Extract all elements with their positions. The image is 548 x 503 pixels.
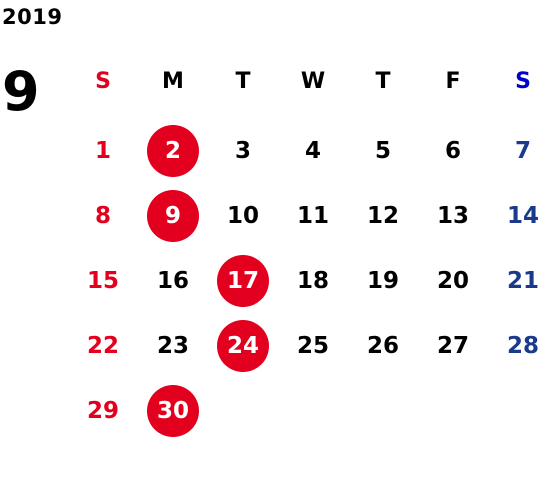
day-cell — [278, 385, 348, 437]
sunday-day-number: 1 — [94, 138, 111, 164]
day-number — [217, 385, 269, 437]
weekday-header-row: S M T W T F S — [68, 64, 548, 98]
day-cell: 28 — [488, 320, 548, 372]
day-cell: 26 — [348, 320, 418, 372]
holiday-day-number: 30 — [147, 385, 199, 437]
weekday-header-thursday: T — [375, 68, 391, 94]
day-number: 6 — [444, 138, 461, 164]
day-cell: 3 — [208, 125, 278, 177]
day-cell: 14 — [488, 190, 548, 242]
day-cell: 17 — [208, 255, 278, 307]
day-cell — [418, 385, 488, 437]
sunday-day-number: 22 — [86, 333, 119, 359]
day-number: 10 — [226, 203, 259, 229]
day-cell: 15 — [68, 255, 138, 307]
day-cell: 25 — [278, 320, 348, 372]
day-cell: 12 — [348, 190, 418, 242]
day-cell: 24 — [208, 320, 278, 372]
saturday-day-number: 7 — [514, 138, 531, 164]
week-row: 1 2 3 4 5 6 7 — [68, 125, 548, 177]
day-number: 16 — [156, 268, 189, 294]
day-cell: 22 — [68, 320, 138, 372]
day-number: 4 — [304, 138, 321, 164]
year-label: 2019 — [2, 5, 63, 29]
day-number: 18 — [296, 268, 329, 294]
weekday-header-wednesday: W — [300, 68, 326, 94]
day-number: 13 — [436, 203, 469, 229]
month-number: 9 — [2, 60, 40, 123]
day-cell: 23 — [138, 320, 208, 372]
weekday-header-tuesday: T — [235, 68, 251, 94]
day-cell: 19 — [348, 255, 418, 307]
saturday-day-number — [497, 385, 548, 437]
holiday-day-number: 9 — [147, 190, 199, 242]
sunday-day-number: 29 — [86, 398, 119, 424]
day-cell: 2 — [138, 125, 208, 177]
day-number: 27 — [436, 333, 469, 359]
day-cell: 27 — [418, 320, 488, 372]
sunday-day-number: 8 — [94, 203, 111, 229]
weekday-header-monday: M — [162, 68, 184, 94]
saturday-day-number: 21 — [506, 268, 539, 294]
day-cell — [208, 385, 278, 437]
day-cell: 1 — [68, 125, 138, 177]
week-row: 8 9 10 11 12 13 14 — [68, 190, 548, 242]
day-cell: 4 — [278, 125, 348, 177]
day-number: 25 — [296, 333, 329, 359]
day-number: 23 — [156, 333, 189, 359]
sunday-day-number: 15 — [86, 268, 119, 294]
day-number: 12 — [366, 203, 399, 229]
day-cell: 29 — [68, 385, 138, 437]
week-row: 22 23 24 25 26 27 28 — [68, 320, 548, 372]
day-cell: 10 — [208, 190, 278, 242]
weekday-header-saturday: S — [515, 68, 531, 94]
saturday-day-number: 14 — [506, 203, 539, 229]
day-cell: 21 — [488, 255, 548, 307]
week-row: 29 30 — [68, 385, 548, 437]
day-cell: 20 — [418, 255, 488, 307]
day-number — [357, 385, 409, 437]
day-cell — [348, 385, 418, 437]
day-cell: 7 — [488, 125, 548, 177]
day-cell: 6 — [418, 125, 488, 177]
day-cell: 16 — [138, 255, 208, 307]
day-number — [287, 385, 339, 437]
week-row: 15 16 17 18 19 20 21 — [68, 255, 548, 307]
day-cell: 8 — [68, 190, 138, 242]
holiday-day-number: 17 — [217, 255, 269, 307]
day-cell: 11 — [278, 190, 348, 242]
day-cell: 5 — [348, 125, 418, 177]
day-cell: 18 — [278, 255, 348, 307]
weekday-header-sunday: S — [95, 68, 111, 94]
day-number: 3 — [234, 138, 251, 164]
holiday-day-number: 2 — [147, 125, 199, 177]
weekday-header-friday: F — [445, 68, 461, 94]
day-number: 5 — [374, 138, 391, 164]
saturday-day-number: 28 — [506, 333, 539, 359]
day-number: 26 — [366, 333, 399, 359]
day-number: 11 — [296, 203, 329, 229]
day-number: 19 — [366, 268, 399, 294]
day-cell — [488, 385, 548, 437]
day-number: 20 — [436, 268, 469, 294]
day-cell: 13 — [418, 190, 488, 242]
day-cell: 30 — [138, 385, 208, 437]
day-cell: 9 — [138, 190, 208, 242]
day-number — [427, 385, 479, 437]
holiday-day-number: 24 — [217, 320, 269, 372]
